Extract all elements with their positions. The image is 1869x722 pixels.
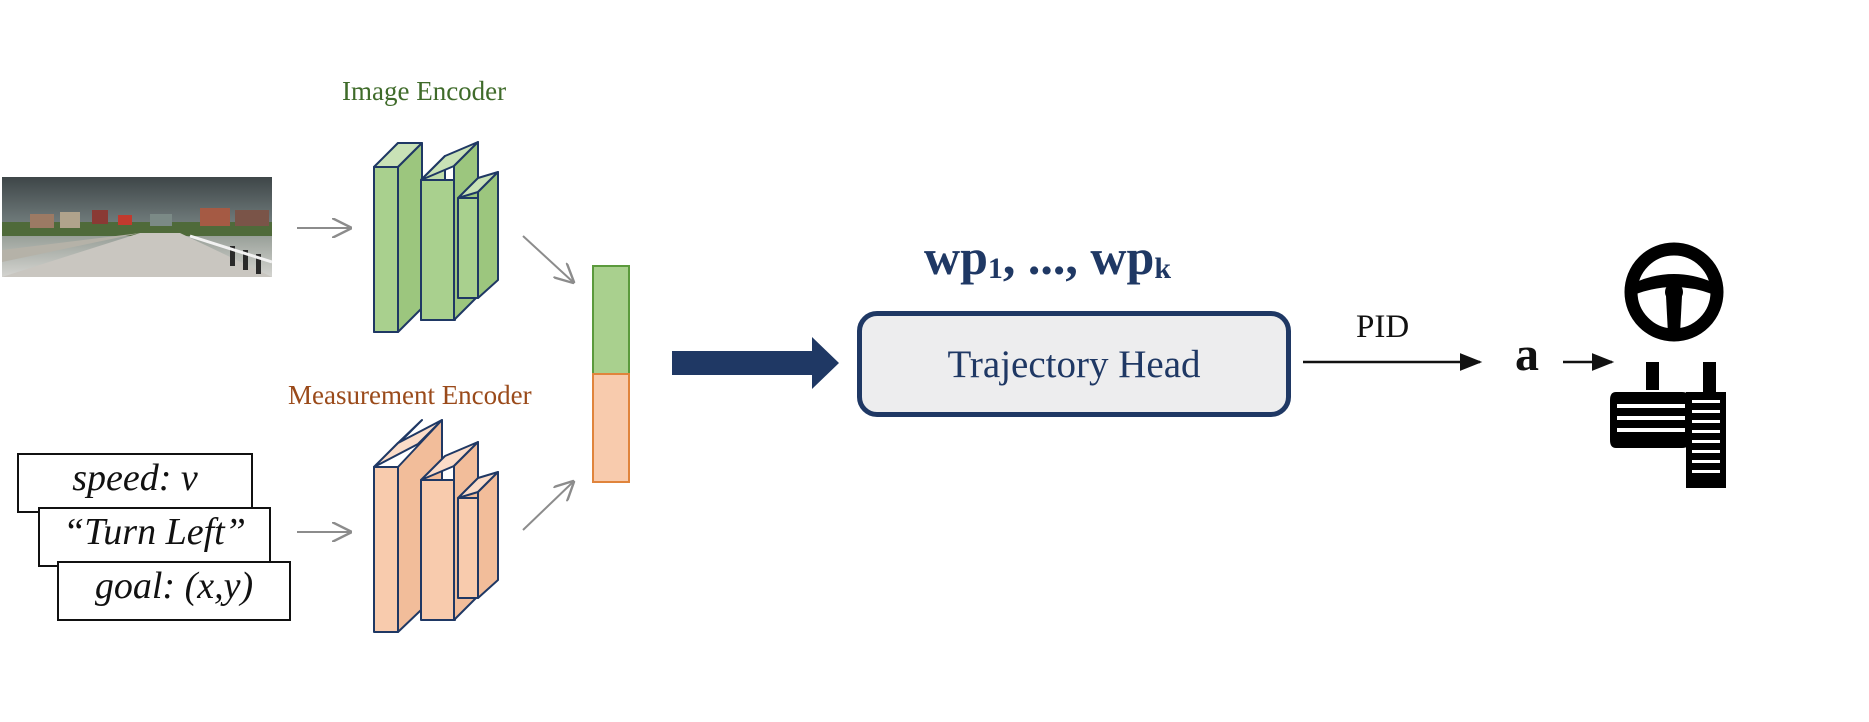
image-encoder-block	[373, 141, 499, 333]
measurement-feature-arrow	[522, 482, 573, 531]
feature-vector-image-part	[592, 265, 630, 375]
big-navy-arrow	[672, 337, 839, 389]
pedals-icon	[1610, 362, 1726, 488]
trajectory-head-label: Trajectory Head	[947, 342, 1201, 386]
feature-vector-measurement-part	[592, 373, 630, 483]
command-input-card: “Turn Left”	[38, 507, 271, 567]
camera-image	[2, 177, 273, 277]
action-symbol: a	[1515, 328, 1539, 381]
speed-input-card: speed: v	[17, 453, 253, 513]
measurement-encoder-label: Measurement Encoder	[288, 380, 532, 410]
pid-label: PID	[1356, 309, 1410, 345]
measurement-encoder-block	[373, 419, 499, 633]
waypoints-label: wp1, ..., wpk	[924, 229, 1172, 285]
image-encoder-label: Image Encoder	[342, 76, 507, 106]
image-feature-arrow	[522, 235, 573, 282]
goal-input-card: goal: (x,y)	[57, 561, 291, 621]
steering-wheel-icon	[1624, 242, 1724, 342]
trajectory-head-box: Trajectory Head	[857, 311, 1291, 417]
